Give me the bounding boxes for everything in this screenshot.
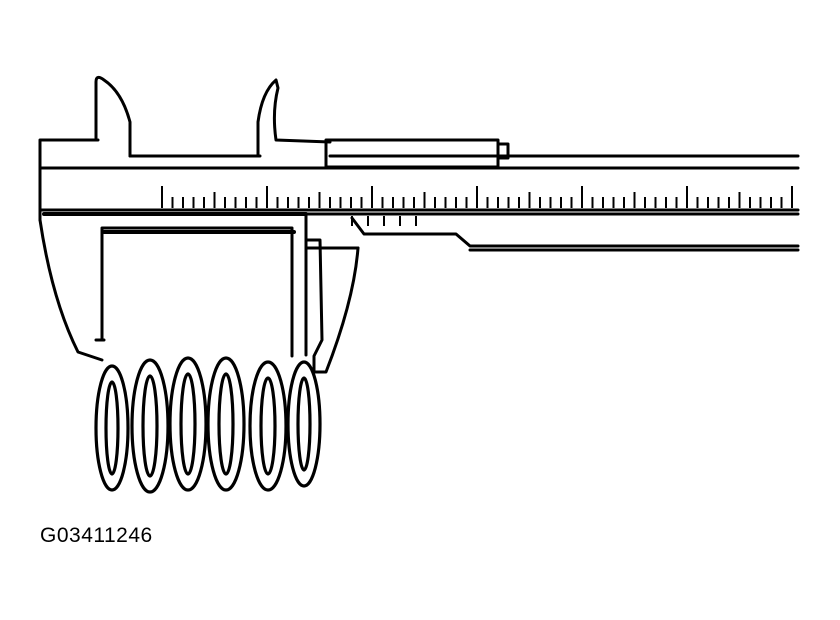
sliding-upper-jaw xyxy=(256,78,332,158)
figure-caption: G03411246 xyxy=(40,524,153,547)
fixed-lower-jaw xyxy=(38,218,294,362)
vernier-scale xyxy=(351,216,417,226)
slider-lock-screw xyxy=(496,142,510,160)
coil-spring xyxy=(94,356,322,494)
sliding-lower-jaw xyxy=(304,238,360,374)
fixed-upper-jaw xyxy=(94,75,132,158)
slider-frame xyxy=(304,212,800,357)
main-scale xyxy=(161,186,793,208)
main-beam xyxy=(38,138,800,222)
slider-lock-housing xyxy=(324,138,500,169)
